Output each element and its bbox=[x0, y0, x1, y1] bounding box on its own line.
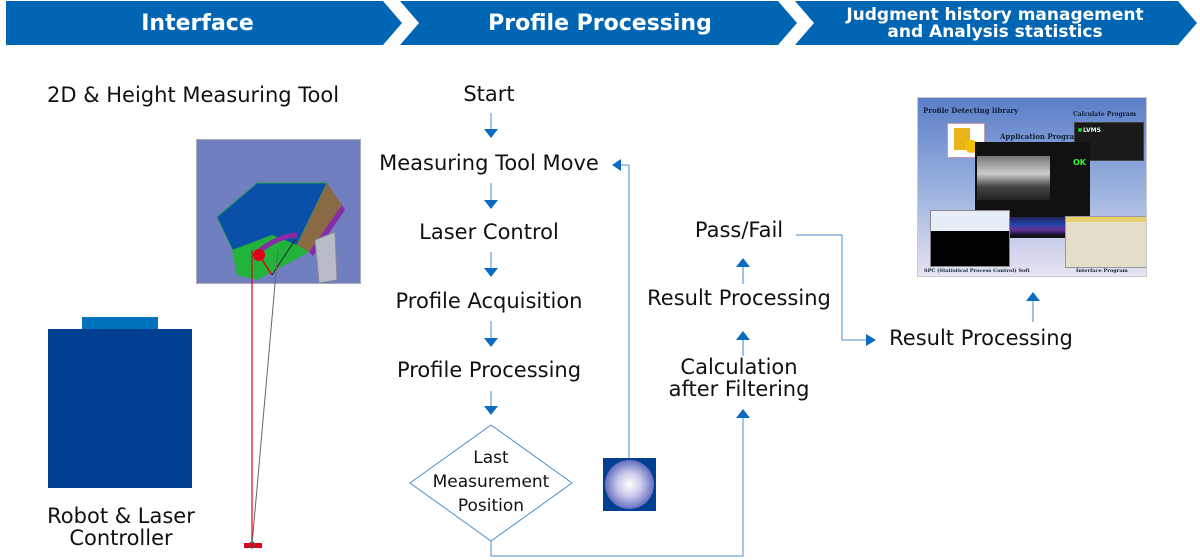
step-result-processing: Result Processing bbox=[647, 286, 831, 310]
passfail-to-result-line bbox=[796, 234, 866, 341]
spc-table bbox=[931, 211, 1009, 231]
label-spc-soft: SPC (Statistical Process Control) Soft bbox=[924, 268, 1030, 274]
banner-label-judgment-line1: Judgment history management bbox=[846, 5, 1144, 25]
step-profile-processing: Profile Processing bbox=[396, 358, 582, 382]
library-disc bbox=[965, 140, 978, 153]
flow-arrow-passfail-up bbox=[736, 258, 750, 284]
process-banner bbox=[6, 1, 1197, 45]
step-laser-control: Laser Control bbox=[419, 220, 559, 244]
banner-stage-profile-processing bbox=[400, 1, 797, 45]
step-output-result-processing: Result Processing bbox=[889, 326, 1073, 350]
controller-title: Robot & Laser Controller bbox=[47, 505, 195, 549]
controller-title-line2: Controller bbox=[69, 526, 173, 551]
controller-title-line1: Robot & Laser bbox=[47, 504, 195, 528]
robot-laser-controller-box bbox=[48, 329, 192, 488]
step-pass-fail: Pass/Fail bbox=[694, 218, 784, 242]
step-start: Start bbox=[463, 82, 515, 106]
interface-program-window bbox=[1065, 216, 1146, 268]
software-suite-image: Profile Detecting library Calculate Prog… bbox=[917, 97, 1147, 277]
laser-line-gray bbox=[251, 249, 279, 546]
flow-arrow-processing bbox=[484, 391, 498, 415]
flow-arrow-software-up bbox=[1026, 292, 1040, 322]
label-application-program: Application Program bbox=[1000, 132, 1082, 141]
library-box-icon bbox=[947, 123, 985, 158]
measuring-tool-image bbox=[196, 139, 361, 284]
label-interface-program: Interface Program bbox=[1076, 268, 1128, 274]
step-calculation-line1: Calculation bbox=[680, 355, 798, 379]
decision-label: Last Measurement Position bbox=[410, 446, 572, 518]
lvms-status-dot bbox=[1078, 128, 1082, 132]
decision-to-calculation-line bbox=[490, 418, 744, 557]
interface-titlebar bbox=[1066, 217, 1146, 222]
loop-node-orb bbox=[603, 458, 656, 511]
decision-label-line2: Measurement bbox=[432, 472, 550, 492]
banner-stage-interface bbox=[6, 1, 402, 45]
banner-label-profile-processing: Profile Processing bbox=[488, 11, 712, 36]
step-profile-acquisition: Profile Acquisition bbox=[395, 289, 583, 313]
lvms-label: LVMS bbox=[1083, 127, 1101, 134]
step-calculation-line2: after Filtering bbox=[668, 377, 810, 402]
calculation-arrowhead bbox=[736, 409, 750, 418]
ok-indicator: OK bbox=[1073, 158, 1086, 167]
loop-arrowhead bbox=[612, 159, 621, 171]
result-arrowhead bbox=[866, 334, 876, 346]
step-measuring-tool-move: Measuring Tool Move bbox=[379, 151, 599, 175]
label-calculate-program: Calculate Program bbox=[1073, 111, 1137, 118]
decision-label-line3: Position bbox=[457, 496, 525, 516]
label-profile-library: Profile Detecting library bbox=[923, 106, 1019, 115]
controller-top-cap bbox=[82, 317, 158, 329]
step-calculation-after-filtering: Calculation after Filtering bbox=[669, 356, 810, 400]
orb-glow bbox=[605, 460, 654, 509]
measuring-tool-title: 2D & Height Measuring Tool bbox=[47, 83, 340, 107]
banner-label-judgment-line2: and Analysis statistics bbox=[887, 22, 1103, 42]
laser-base-marker bbox=[244, 543, 262, 548]
measuring-tool-drawing bbox=[216, 182, 345, 284]
spc-window bbox=[930, 210, 1010, 267]
flow-arrow-start bbox=[484, 113, 498, 138]
profile-scan-view bbox=[977, 156, 1050, 200]
laser-base-node bbox=[248, 541, 256, 549]
banner-label-judgment: Judgment history management and Analysis… bbox=[805, 1, 1185, 47]
decision-label-line1: Last bbox=[473, 448, 509, 468]
flow-arrow-acquisition bbox=[484, 321, 498, 347]
banner-label-interface: Interface bbox=[141, 11, 254, 36]
flow-arrow-move bbox=[484, 183, 498, 209]
banner-stage-judgment bbox=[795, 1, 1197, 45]
flow-arrow-laser bbox=[484, 252, 498, 277]
flow-arrow-result-up bbox=[736, 331, 750, 356]
